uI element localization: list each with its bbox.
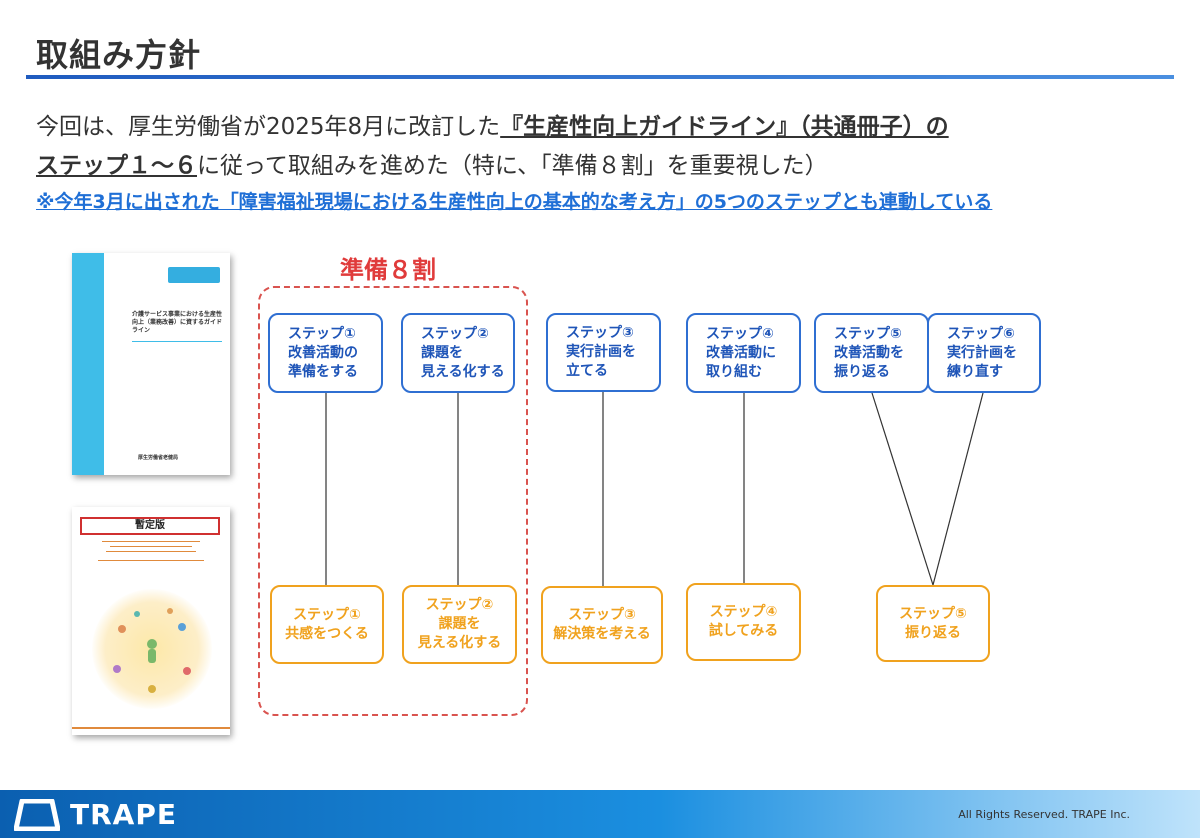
provisional-label-box: 暫定版 [80, 517, 220, 535]
book-publisher: 厚生労働省老健局 [138, 455, 179, 461]
step-text: 共感をつくる [285, 625, 369, 642]
guideline-step-2: ステップ② 課題を 見える化する [401, 313, 515, 393]
step-text: 振り返る [834, 363, 890, 380]
step-number: ステップ③ [566, 325, 634, 341]
step-text: 準備をする [288, 363, 358, 380]
welfare-step-5: ステップ⑤ 振り返る [876, 585, 990, 662]
connector-step5 [871, 392, 934, 586]
intro-text: 今回は、厚生労働省が2025年8月に改訂した [36, 114, 501, 140]
step-number: ステップ② [425, 597, 494, 613]
linkage-note: ※今年3月に出された「障害福祉現場における生産性向上の基本的な考え方」の5つのス… [36, 191, 993, 213]
steps-range-text: ステップ１～６ [36, 153, 197, 179]
step-number: ステップ⑤ [899, 605, 967, 622]
cover-subtitle-lines [82, 537, 220, 569]
book-divider [132, 341, 222, 342]
copyright-text: All Rights Reserved. TRAPE Inc. [958, 808, 1130, 821]
welfare-step-4: ステップ④ 試してみる [686, 583, 801, 661]
provisional-label: 暫定版 [135, 520, 165, 531]
step-text: 実行計画を [566, 344, 636, 360]
step-number: ステップ④ [706, 325, 774, 342]
preparation-frame [258, 286, 528, 716]
guideline-step-3: ステップ③ 実行計画を 立てる [546, 313, 661, 392]
step-text: 課題を [421, 344, 463, 361]
step-number: ステップ① [288, 325, 356, 342]
company-logo-text: TRAPE [70, 798, 177, 831]
step-text: 改善活動に [706, 344, 776, 361]
intro-line-1: 今回は、厚生労働省が2025年8月に改訂した『生産性向上ガイドライン』（共通冊子… [36, 107, 949, 141]
step-text: 課題を [438, 616, 481, 632]
step-number: ステップ③ [568, 607, 636, 623]
welfare-step-2: ステップ② 課題を 見える化する [402, 585, 517, 664]
step-text: 振り返る [905, 624, 961, 641]
step-text: 見える化する [421, 363, 505, 380]
guideline-step-1: ステップ① 改善活動の 準備をする [268, 313, 383, 393]
guideline-step-5: ステップ⑤ 改善活動を 振り返る [814, 313, 929, 393]
guideline-book-cover: 介護サービス事業における生産性向上（業務改善）に資するガイドライン 厚生労働省老… [72, 253, 230, 475]
welfare-guide-cover: 暫定版 [72, 507, 230, 735]
welfare-step-1: ステップ① 共感をつくる [270, 585, 384, 664]
step-text: 解決策を考える [553, 626, 651, 642]
guideline-step-6: ステップ⑥ 実行計画を 練り直す [927, 313, 1041, 393]
page-title: 取組み方針 [36, 36, 202, 74]
connector-step6 [932, 392, 984, 586]
step-text: 見える化する [417, 635, 502, 651]
trape-logo-icon [14, 799, 60, 831]
step-text: 練り直す [947, 363, 1003, 380]
cover-footer-line [72, 727, 230, 729]
title-divider [26, 75, 1174, 79]
step-text: 立てる [566, 363, 608, 379]
step-text: 取り組む [706, 363, 762, 380]
people-illustration [113, 608, 191, 693]
intro-line-2: ステップ１～６に従って取組みを進めた（特に、「準備８割」を重要視した） [36, 146, 828, 180]
step-number: ステップ④ [709, 604, 778, 620]
step-number: ステップ⑤ [834, 325, 902, 342]
book-cover-tag [168, 267, 220, 283]
step-text: 実行計画を [947, 344, 1017, 361]
step-number: ステップ① [293, 606, 361, 623]
welfare-step-3: ステップ③ 解決策を考える [541, 586, 663, 664]
guideline-step-4: ステップ④ 改善活動に 取り組む [686, 313, 801, 393]
book-cover-strip [72, 253, 104, 475]
step-number: ステップ② [421, 325, 489, 342]
step-text: 改善活動の [288, 344, 358, 361]
footer-bar: TRAPE All Rights Reserved. TRAPE Inc. [0, 790, 1200, 838]
guideline-title-text: 『生産性向上ガイドライン』（共通冊子）の [500, 114, 949, 140]
step-text: 試してみる [708, 623, 779, 639]
preparation-label: 準備８割 [340, 256, 436, 284]
step-text: 改善活動を [834, 344, 904, 361]
intro-text: に従って取組みを進めた（特に、「準備８割」を重要視した） [197, 153, 828, 179]
book-title: 介護サービス事業における生産性向上（業務改善）に資するガイドライン [132, 311, 223, 334]
step-number: ステップ⑥ [947, 325, 1015, 342]
